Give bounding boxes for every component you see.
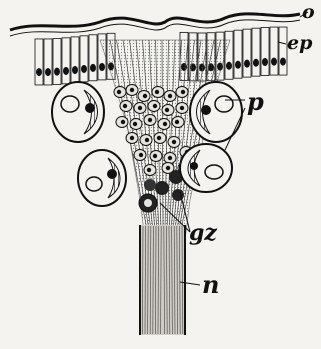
epithelial-cell <box>261 27 269 75</box>
epithelial-cell <box>80 36 88 82</box>
epithelial-cell <box>279 27 287 75</box>
epithelial-cell <box>270 27 278 75</box>
epithelial-cell <box>62 38 70 84</box>
epithelial-cell <box>89 35 97 81</box>
epithelial-cell <box>35 39 43 85</box>
epithelial-cell <box>252 28 260 76</box>
epithelial-cell <box>53 39 61 85</box>
epithelial-cell <box>71 37 79 83</box>
label-pore-cells: p <box>247 90 264 114</box>
epithelial-cell <box>225 31 233 79</box>
nerve-stalk <box>140 225 185 335</box>
label-epithelium: ep <box>287 34 312 53</box>
epithelial-cell <box>234 30 242 78</box>
cuticle-layer <box>10 14 300 30</box>
label-ganglion-cells: gz <box>189 222 217 244</box>
label-cuticle: o <box>302 3 315 22</box>
epithelial-cell <box>44 39 52 85</box>
label-nerve: n <box>202 273 219 297</box>
epithelial-cell <box>243 29 251 77</box>
